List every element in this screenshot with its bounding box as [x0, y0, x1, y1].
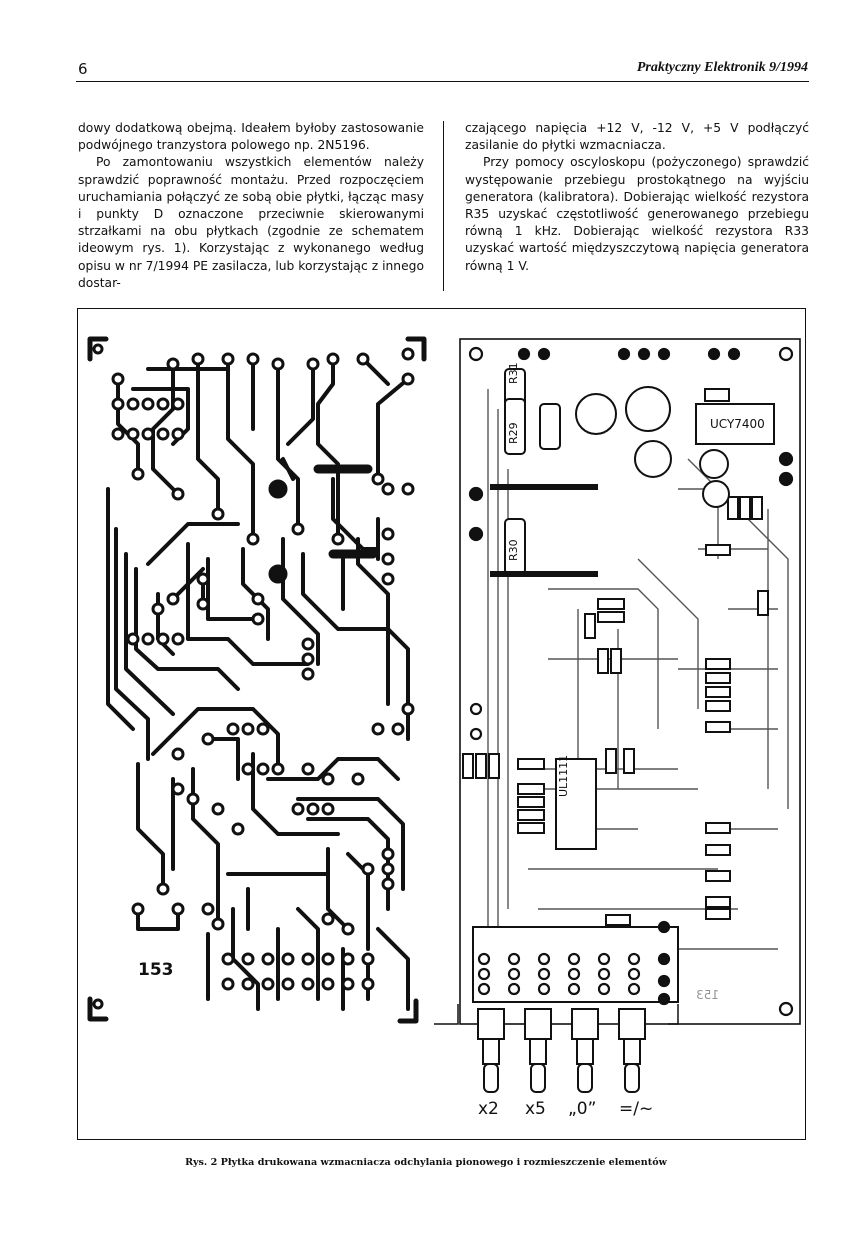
component-layout-panel: 153 [434, 338, 801, 1093]
paragraph: czającego napięcia +12 V, -12 V, +5 V po… [465, 121, 809, 153]
board-number-mirrored: 153 [696, 988, 719, 1002]
page-number: 6 [78, 60, 88, 78]
journal-title: Praktyczny Elektronik 9/1994 [636, 60, 808, 75]
pcb-traces-panel [87, 336, 427, 1024]
column-divider [443, 121, 444, 291]
figure-frame: 153 [77, 308, 806, 1140]
text-column-right: czającego napięcia +12 V, -12 V, +5 V po… [465, 120, 809, 275]
pcb-figure: 153 [87, 336, 801, 1093]
text-column-left: dowy dodatkową obejmą. Ideałem byłoby za… [78, 120, 424, 292]
paragraph: Przy pomocy oscyloskopu (pożyczonego) sp… [465, 155, 809, 273]
header-rule [76, 81, 809, 82]
paragraph: Po zamontowaniu wszystkich elementów nal… [78, 155, 424, 290]
pcb-pads [92, 343, 415, 1010]
paragraph: dowy dodatkową obejmą. Ideałem byłoby za… [78, 121, 424, 153]
board-number: 153 [138, 960, 174, 980]
figure-caption: Rys. 2 Płytka drukowana wzmacniacza odch… [185, 1157, 667, 1168]
